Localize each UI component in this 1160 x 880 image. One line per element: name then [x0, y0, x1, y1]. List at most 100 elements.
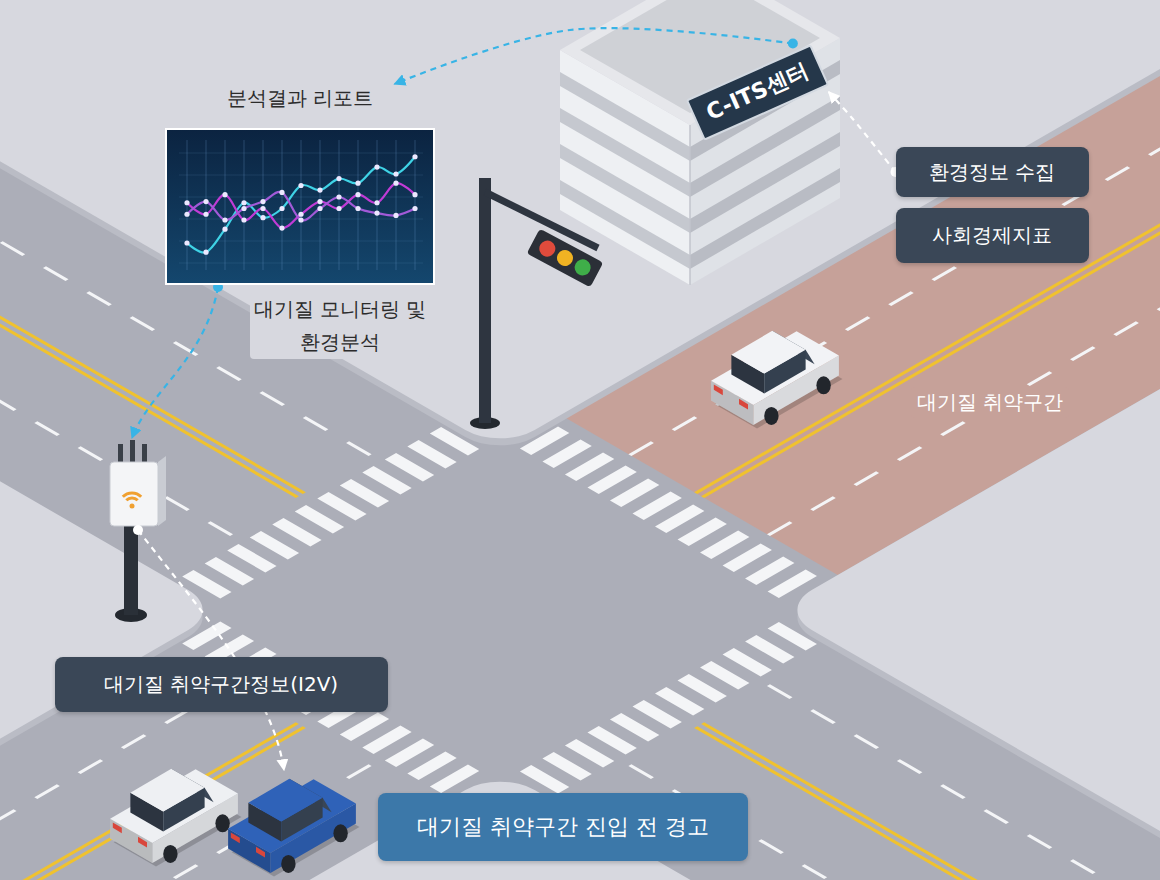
- data-point: [336, 176, 341, 181]
- wifi-icon: [123, 493, 141, 497]
- data-point: [355, 206, 360, 211]
- crosswalk: [201, 438, 461, 588]
- panel-heading: 분석결과 리포트: [165, 84, 435, 112]
- leader-line: [132, 287, 218, 438]
- data-point: [298, 217, 303, 222]
- data-point: [203, 212, 208, 217]
- car: [228, 779, 359, 877]
- data-point: [184, 240, 189, 245]
- grid-line: [179, 263, 423, 264]
- grid-line: [263, 140, 264, 270]
- data-point: [412, 154, 417, 159]
- antenna: [142, 444, 147, 464]
- data-point: [393, 171, 398, 176]
- box-label: 대기질 취약구간정보(I2V): [104, 671, 338, 697]
- data-point: [355, 181, 360, 186]
- data-point: [412, 206, 417, 211]
- data-point: [336, 194, 341, 199]
- center-line: [696, 727, 1160, 880]
- message-box: 대기질 취약구간정보(I2V): [55, 657, 388, 712]
- grid-line: [179, 175, 423, 176]
- g-shape: [395, 28, 901, 177]
- data-line: [187, 157, 415, 253]
- building-band: [690, 168, 840, 269]
- chart-frame: [166, 129, 434, 284]
- data-point: [203, 199, 208, 204]
- data-point: [298, 212, 303, 217]
- data-point: [317, 206, 322, 211]
- data-point: [393, 181, 398, 186]
- grid-line: [415, 140, 416, 270]
- wifi-icon: [126, 498, 137, 500]
- data-point: [203, 250, 208, 255]
- data-point: [241, 217, 246, 222]
- signal-lamp: [537, 238, 559, 260]
- data-point: [260, 206, 265, 211]
- data-flow-arrow: [395, 28, 793, 84]
- data-point: [355, 192, 360, 197]
- car: [711, 331, 842, 429]
- input-box: 환경정보 수집: [896, 147, 1089, 197]
- device-box: [110, 462, 158, 526]
- data-point: [241, 200, 246, 205]
- car: [110, 769, 241, 867]
- connector-dot: [788, 39, 798, 49]
- data-point: [412, 192, 417, 197]
- data-point: [184, 212, 189, 217]
- grid-line: [282, 140, 283, 270]
- pole: [479, 178, 491, 423]
- traffic-light: [470, 178, 603, 429]
- grid-line: [225, 140, 226, 270]
- connector-dot: [133, 525, 143, 535]
- signal-lamp: [554, 247, 576, 269]
- data-point: [260, 199, 265, 204]
- antenna: [118, 444, 123, 464]
- device-side: [158, 456, 166, 526]
- data-point: [336, 206, 341, 211]
- box-label: 사회경제지표: [932, 222, 1052, 248]
- sidewalk-block: [0, 0, 1160, 450]
- data-line: [187, 192, 415, 221]
- crosswalk: [539, 438, 799, 588]
- grid-line: [320, 140, 321, 270]
- wifi-icon: [130, 504, 135, 509]
- signal-head: [527, 229, 604, 288]
- roadside-unit: [110, 440, 166, 622]
- data-point: [222, 192, 227, 197]
- data-point: [222, 227, 227, 232]
- panel-caption: 대기질 모니터링 및 환경분석: [250, 293, 430, 359]
- data-point: [222, 217, 227, 222]
- data-point: [279, 206, 284, 211]
- input-box: 사회경제지표: [896, 208, 1089, 263]
- lane-line: [768, 685, 1160, 880]
- box-label: 대기질 취약구간 진입 전 경고: [417, 813, 709, 842]
- data-flow-arrow: [829, 92, 896, 172]
- leader-line: [138, 530, 284, 770]
- data-point: [317, 188, 322, 193]
- grid-line: [396, 140, 397, 270]
- center-line: [696, 0, 1160, 493]
- grid-line: [339, 140, 340, 270]
- center-sign: C-ITS센터: [685, 44, 828, 141]
- grid-line: [179, 197, 423, 198]
- data-point: [374, 165, 379, 170]
- grid-line: [301, 140, 302, 270]
- data-point: [241, 206, 246, 211]
- grid-line: [179, 153, 423, 154]
- data-point: [393, 213, 398, 218]
- line-chart: [165, 128, 435, 285]
- box-label: C-ITS센터: [701, 57, 812, 127]
- data-point: [374, 200, 379, 205]
- data-point: [374, 211, 379, 216]
- grid-line: [358, 140, 359, 270]
- g-shape: [527, 229, 604, 288]
- data-point: [184, 200, 189, 205]
- report-panel: 분석결과 리포트대기질 모니터링 및 환경분석: [165, 84, 435, 359]
- data-point: [260, 215, 265, 220]
- data-line: [187, 183, 415, 228]
- data-point: [317, 199, 322, 204]
- zone-label: 대기질 취약구간: [911, 387, 1069, 418]
